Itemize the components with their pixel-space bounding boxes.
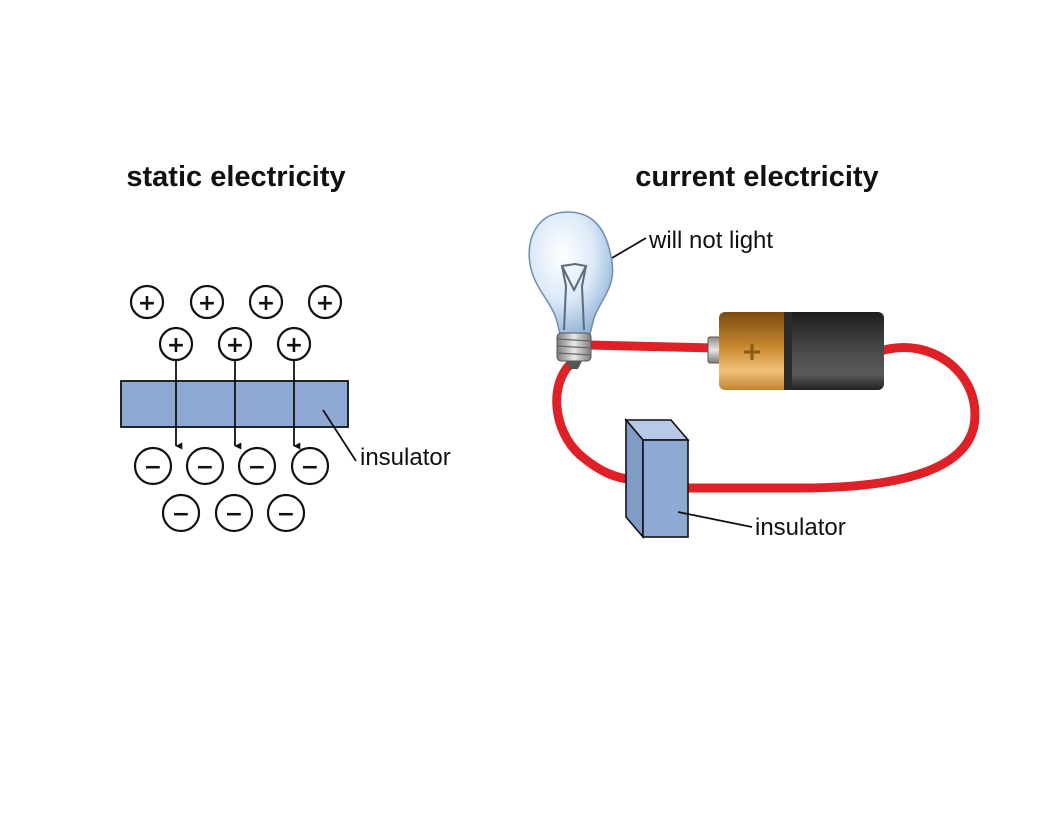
bulb-tip [566, 361, 582, 369]
positive-charge: + [217, 326, 253, 362]
wire-battery-to-insulator [683, 342, 980, 493]
insulator-side-face [625, 417, 644, 540]
insulator-front-face [642, 439, 689, 538]
static-insulator-leader [322, 409, 357, 462]
current-insulator-leader [677, 511, 753, 528]
svg-text:+: + [226, 333, 244, 358]
svg-text:−: − [277, 502, 295, 527]
static-insulator-label: insulator [360, 444, 451, 471]
negative-charge: − [214, 493, 254, 533]
static-title: static electricity [126, 161, 345, 193]
battery-black-body [784, 312, 884, 390]
svg-text:−: − [225, 502, 243, 527]
svg-text:−: − [196, 455, 214, 480]
positive-charge: + [307, 284, 343, 320]
svg-text:+: + [138, 291, 156, 316]
light-bulb [528, 211, 614, 369]
negative-charge: − [161, 493, 201, 533]
svg-text:+: + [285, 333, 303, 358]
battery: + [707, 312, 884, 390]
svg-text:+: + [198, 291, 216, 316]
svg-text:−: − [248, 455, 266, 480]
bulb-glass [528, 211, 614, 335]
positive-charge: + [276, 326, 312, 362]
negative-charge: − [237, 446, 277, 486]
positive-charge: + [129, 284, 165, 320]
negative-charge: − [133, 446, 173, 486]
svg-text:−: − [172, 502, 190, 527]
static-electricity-panel: static electricity + + + + + + + [120, 161, 451, 533]
svg-text:−: − [301, 455, 319, 480]
bulb-status-label: will not light [648, 227, 773, 254]
current-insulator-label: insulator [755, 514, 846, 541]
negative-charge: − [290, 446, 330, 486]
svg-text:+: + [257, 291, 275, 316]
wire-bulb-to-battery [583, 340, 720, 353]
wire-bulb-to-insulator [552, 355, 639, 485]
bulb-filament [560, 262, 588, 331]
negative-charge: − [185, 446, 225, 486]
battery-copper-end [719, 312, 789, 390]
current-electricity-panel: current electricity will not light + [528, 161, 980, 541]
positive-charge: + [248, 284, 284, 320]
current-title: current electricity [635, 161, 878, 193]
battery-positive-sign: + [741, 337, 763, 367]
current-insulator-block [624, 417, 690, 540]
negative-charge: − [266, 493, 306, 533]
svg-text:+: + [167, 333, 185, 358]
bulb-leader [611, 237, 647, 259]
positive-charge: + [158, 326, 194, 362]
positive-charge: + [189, 284, 225, 320]
svg-text:−: − [144, 455, 162, 480]
svg-text:+: + [316, 291, 334, 316]
